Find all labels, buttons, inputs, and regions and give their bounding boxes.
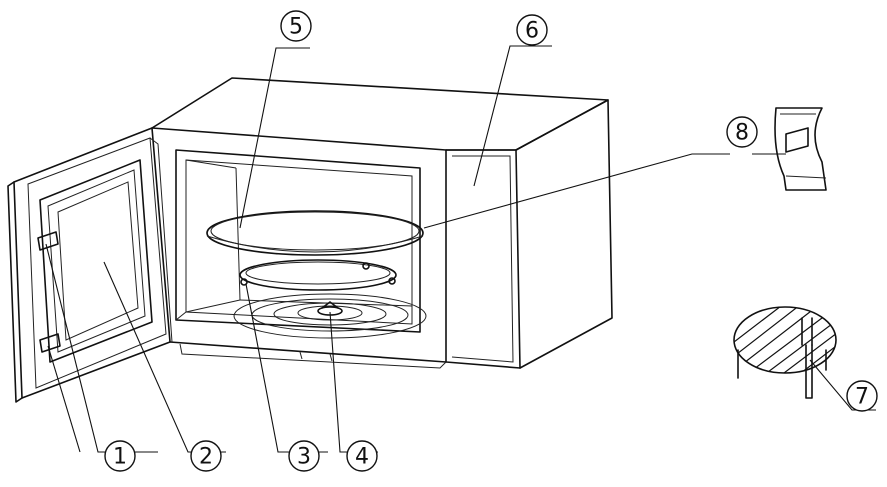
callout-8: 8: [726, 116, 758, 148]
callout-3-label: 3: [297, 445, 311, 470]
callout-2-label: 2: [199, 445, 213, 470]
microwave-body: [151, 77, 613, 369]
glass-turntable: [206, 210, 424, 256]
waveguide-cover: [774, 107, 827, 191]
callout-7: 7: [846, 380, 878, 412]
callout-1: 1: [104, 440, 136, 472]
callout-8-label: 8: [735, 121, 749, 146]
callout-5-label: 5: [289, 15, 303, 40]
callout-4-label: 4: [355, 445, 369, 470]
callout-2: 2: [190, 440, 222, 472]
grill-rack: [733, 306, 837, 399]
door-latches: [37, 231, 61, 353]
leader-lines: [45, 45, 876, 453]
callout-4: 4: [346, 440, 378, 472]
roller-ring: [239, 259, 397, 291]
oven-cavity: [175, 149, 421, 333]
callout-6: 6: [516, 14, 548, 46]
callout-6-label: 6: [525, 19, 539, 44]
callout-7-label: 7: [855, 385, 869, 410]
callout-1-label: 1: [113, 445, 127, 470]
callout-3: 3: [288, 440, 320, 472]
callout-5: 5: [280, 10, 312, 42]
oven-door: [7, 127, 173, 403]
